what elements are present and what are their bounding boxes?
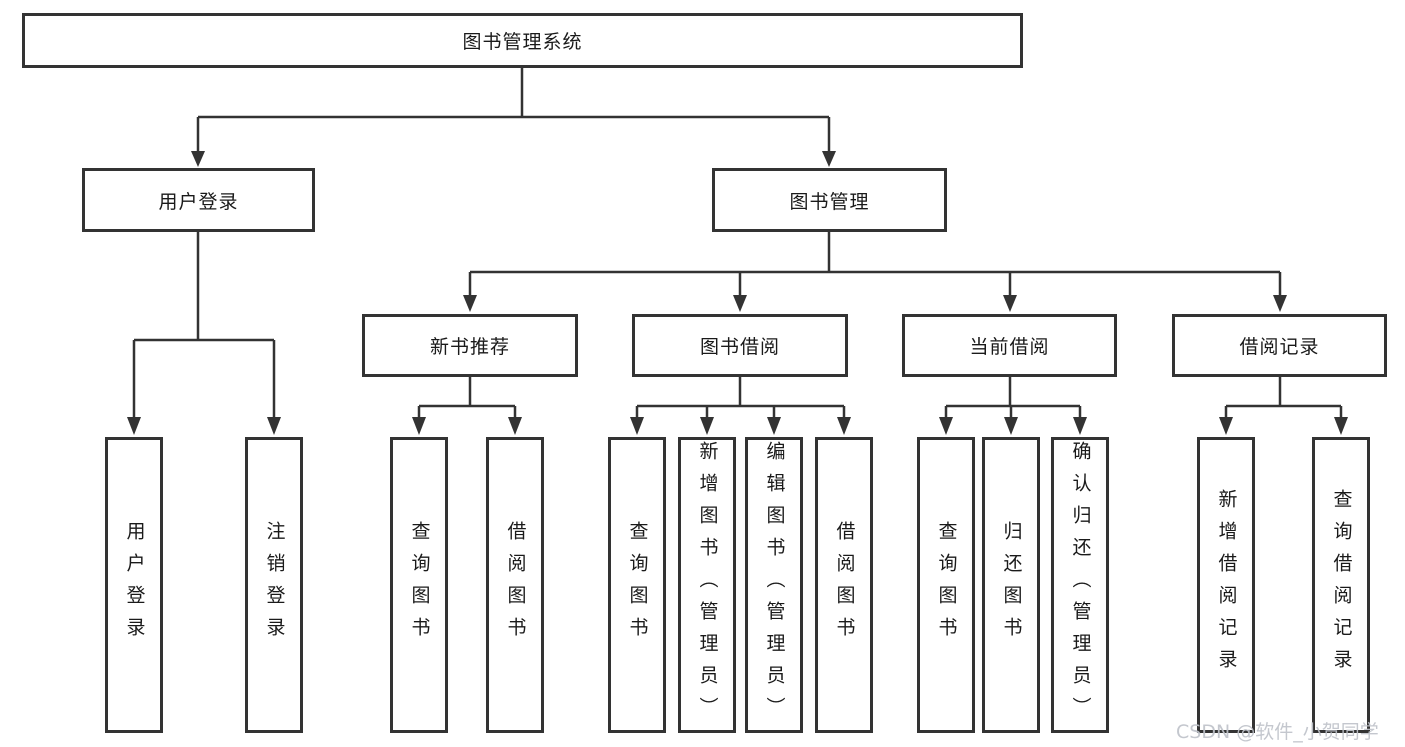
connector-user-login-to-leaves	[127, 232, 281, 435]
node-label: 注销登录	[263, 521, 286, 649]
node-label: 借阅记录	[1239, 336, 1320, 358]
node-leaf-edit-books-admin: 编辑图书（管理员）	[745, 437, 803, 733]
node-label: 新增图书（管理员）	[696, 441, 719, 729]
node-user-login: 用户登录	[82, 168, 315, 232]
node-leaf-add-books-admin: 新增图书（管理员）	[678, 437, 736, 733]
node-leaf-user-login: 用户登录	[105, 437, 163, 733]
node-label: 查询借阅记录	[1330, 489, 1353, 681]
node-label: 归还图书	[1000, 521, 1023, 649]
node-label: 图书管理	[789, 190, 870, 213]
node-label: 新增借阅记录	[1215, 489, 1238, 681]
node-leaf-query-borrow-record: 查询借阅记录	[1312, 437, 1370, 733]
node-label: 查询图书	[408, 521, 431, 649]
node-leaf-borrow-books-1: 借阅图书	[486, 437, 544, 733]
node-label: 借阅图书	[504, 521, 527, 649]
node-label: 图书管理系统	[462, 31, 583, 53]
node-book-management: 图书管理	[712, 168, 947, 232]
node-label: 借阅图书	[833, 521, 856, 649]
connector-new-books-to-leaves	[412, 377, 522, 435]
node-label: 新书推荐	[429, 336, 510, 358]
node-borrow-records: 借阅记录	[1172, 314, 1387, 377]
node-label: 用户登录	[158, 190, 239, 213]
node-leaf-query-books-3: 查询图书	[917, 437, 975, 733]
csdn-watermark: CSDN @软件_小贺同学	[1176, 721, 1379, 743]
connector-borrow-records-to-leaves	[1219, 377, 1348, 435]
node-leaf-confirm-return-admin: 确认归还（管理员）	[1051, 437, 1109, 733]
node-leaf-query-books-2: 查询图书	[608, 437, 666, 733]
connector-root-to-level2	[191, 68, 836, 167]
connector-book-mgmt-to-level3	[463, 232, 1287, 312]
node-leaf-logout: 注销登录	[245, 437, 303, 733]
node-label: 当前借阅	[969, 336, 1050, 358]
node-leaf-borrow-books-2: 借阅图书	[815, 437, 873, 733]
node-library-management-system: 图书管理系统	[22, 13, 1023, 68]
node-label: 编辑图书（管理员）	[763, 441, 786, 729]
node-label: 查询图书	[935, 521, 958, 649]
node-label: 查询图书	[626, 521, 649, 649]
node-current-borrowing: 当前借阅	[902, 314, 1117, 377]
node-leaf-return-books: 归还图书	[982, 437, 1040, 733]
node-new-book-recommend: 新书推荐	[362, 314, 578, 377]
node-leaf-query-books-1: 查询图书	[390, 437, 448, 733]
node-label: 确认归还（管理员）	[1069, 441, 1092, 729]
node-label: 图书借阅	[699, 336, 780, 358]
connector-current-borrow-to-leaves	[939, 377, 1087, 435]
node-label: 用户登录	[123, 521, 146, 649]
node-book-borrowing: 图书借阅	[632, 314, 848, 377]
connector-book-borrow-to-leaves	[630, 377, 851, 435]
node-leaf-add-borrow-record: 新增借阅记录	[1197, 437, 1255, 733]
